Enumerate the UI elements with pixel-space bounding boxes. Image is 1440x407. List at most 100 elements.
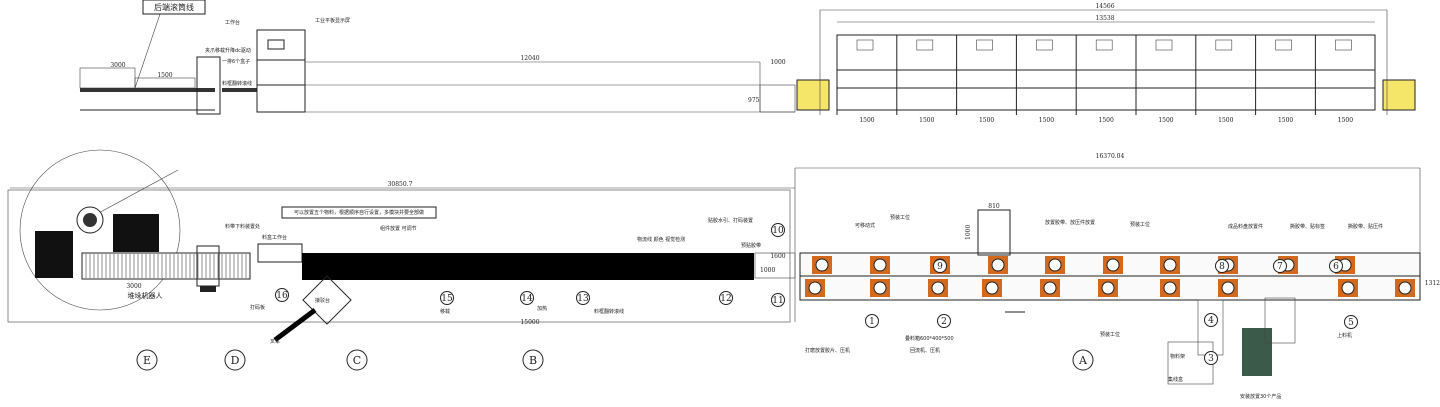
station-number: 7 [1277, 262, 1283, 272]
section-label: A [1078, 354, 1088, 367]
robot-label: 堆垛机器人 [128, 291, 163, 300]
callout-label: 回流机、压机 [910, 347, 940, 354]
dimension-label: 975 [748, 97, 760, 104]
callout-label: 预贴胶带 [741, 242, 761, 249]
station-number: 3 [1208, 354, 1214, 364]
callout-label: 接驳台 [315, 297, 330, 304]
dimension-label: 1000 [760, 267, 775, 274]
station-marker [1215, 259, 1229, 273]
dimension-label: 1500 [979, 117, 994, 124]
rear-roller-line: 3000 1500 [79, 56, 257, 115]
dimension-label: 1312 [1425, 280, 1440, 287]
fixture-hole [1106, 258, 1120, 272]
section-label: C [353, 354, 361, 367]
fixture-hole [1043, 281, 1057, 295]
callout-label: 预装工位 [1130, 221, 1150, 228]
module-motor [1155, 39, 1173, 51]
fixture-hole [873, 258, 887, 272]
station-marker [576, 291, 590, 305]
machine-label: 工作台 [225, 19, 240, 26]
dimension-label: 1000 [965, 225, 972, 240]
fixture-hole [985, 281, 999, 295]
callout-label: 移载 [440, 308, 450, 315]
dimension-label: 1500 [1099, 117, 1114, 124]
station-marker [771, 293, 785, 307]
fixture-hole [1101, 281, 1115, 295]
callout-label: 撕胶带、贴标签 [1290, 223, 1325, 230]
station-marker [865, 314, 879, 328]
overall-dimension: 30850.7 16370.04 [10, 153, 1421, 322]
station-marker [937, 314, 951, 328]
callout-label: 打磨放置胶片、压机 [805, 347, 850, 354]
dimension-label: 13538 [1095, 15, 1114, 22]
title-box: 后端滚筒线 [134, 0, 206, 89]
module-motor [1036, 39, 1053, 51]
machine-label: 工业平板显示屏 [315, 17, 350, 24]
fixture-hole [873, 281, 887, 295]
flip-machine: 工作台 工业平板显示屏 夹爪移载升降dc驱动 一排6个盒子 料框翻转滚线 [205, 17, 350, 113]
callout-label: 预装工位 [890, 214, 910, 221]
station-number: 5 [1348, 318, 1354, 328]
note-box: 可以放置五个物料，根据顺序自行设置，多模块并要全部做 [281, 206, 437, 219]
station-marker [771, 223, 785, 237]
section-label: E [143, 354, 151, 367]
dimension-label: 1500 [1039, 117, 1054, 124]
machine-label: 料框翻转滚线 [222, 80, 252, 87]
station-marker [1344, 315, 1358, 329]
dimension-label: 3000 [126, 283, 141, 290]
module-motor [1275, 39, 1292, 51]
dimension-label: 1500 [919, 117, 934, 124]
fixture-hole [1341, 281, 1355, 295]
section-marker [522, 349, 544, 371]
station-number: 10 [772, 226, 784, 236]
title-box-label: 后端滚筒线 [154, 2, 194, 12]
callout-label: 集线盒 [1168, 376, 1183, 383]
callout-label: 贴胶水引、打码装置 [708, 217, 753, 224]
station-marker [1204, 313, 1218, 327]
module-motor [1335, 39, 1352, 51]
dimension-label: 1000 [770, 59, 785, 66]
station-number: 15 [441, 294, 453, 304]
station-number: 14 [521, 294, 533, 304]
machine-label: 夹爪移载升降dc驱动 [205, 47, 251, 54]
section-label: D [231, 354, 240, 367]
station-number: 2 [941, 317, 947, 327]
station-marker [520, 291, 534, 305]
callout-label: 上料机 [1337, 332, 1352, 339]
module-motor [1095, 39, 1113, 51]
station-marker [275, 288, 289, 302]
main-belt: 1600 1000 15000 [273, 252, 796, 342]
station-marker [719, 291, 733, 305]
fixture-hole [1398, 281, 1412, 295]
dimension-label: 12040 [520, 55, 539, 62]
dimension-label: 810 [988, 203, 1000, 210]
station-number: 13 [577, 294, 589, 304]
callout-label: 打码板 [250, 304, 265, 311]
dimension-label: 30850.7 [388, 181, 413, 188]
fixture-hole [1163, 258, 1177, 272]
dimension-label: 1500 [1278, 117, 1293, 124]
yellow-guard-right [1382, 79, 1416, 111]
station-number: 11 [772, 296, 783, 306]
station-marker [933, 259, 947, 273]
callout-label: 放置胶带、放压件放置 [1045, 219, 1095, 226]
callout-label: 物流线 颜色 视觉检测 [637, 236, 685, 243]
fixture-hole [931, 281, 945, 295]
callout-label: 料带下料装置处 [225, 223, 260, 230]
robot-cell: 3000 堆垛机器人 [7, 149, 791, 323]
station-number: 12 [720, 294, 731, 304]
dimension-label: 1500 [859, 117, 874, 124]
callout-label: 料盒工作台 [262, 234, 287, 241]
fixture-hole [991, 258, 1005, 272]
assembly-line-plan: 810 1000 1312 [799, 203, 1440, 385]
station-number: 4 [1208, 316, 1214, 326]
station-marker [440, 291, 454, 305]
station-marker [1329, 259, 1343, 273]
dimension-label: 14566 [1095, 3, 1114, 10]
callout-label: 可移动式 [855, 222, 875, 229]
yellow-guard-left [796, 79, 830, 111]
module-motor [976, 39, 993, 51]
station-number: 6 [1333, 262, 1339, 272]
fixture-hole [1163, 281, 1177, 295]
